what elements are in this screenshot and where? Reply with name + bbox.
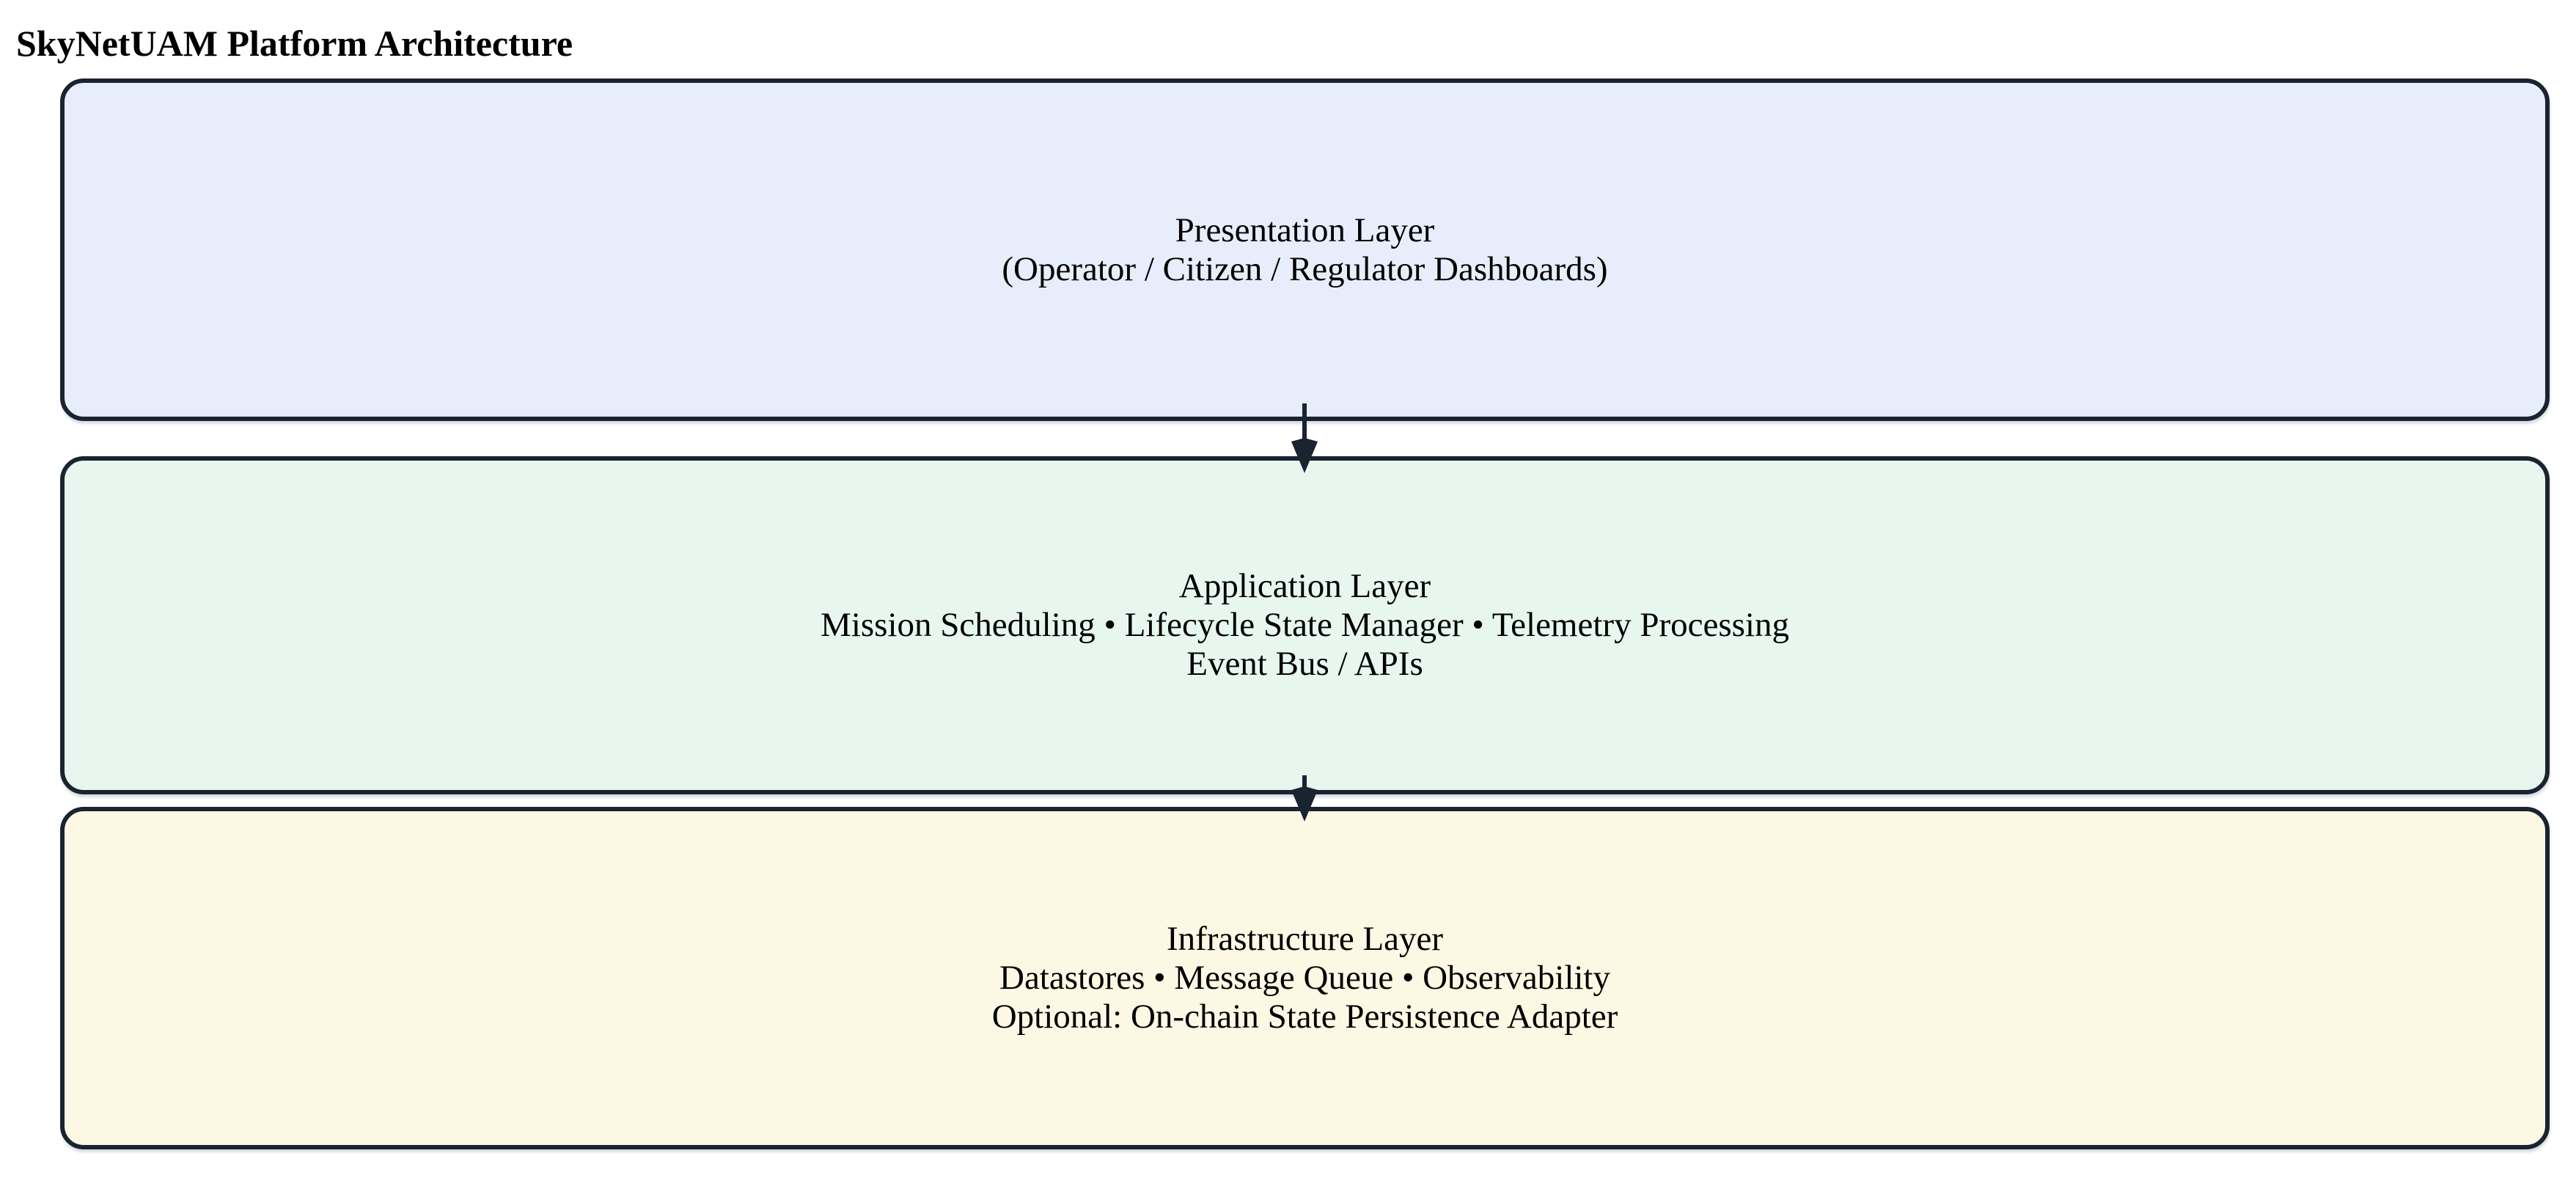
arrow-application-to-infrastructure [1291, 775, 1318, 822]
infrastructure-layer-optional: Optional: On-chain State Persistence Ada… [991, 998, 1618, 1036]
arrowhead-down-icon [1291, 786, 1318, 822]
presentation-layer-subtitle: (Operator / Citizen / Regulator Dashboar… [1002, 249, 1608, 288]
infrastructure-layer-services: Datastores • Message Queue • Observabili… [999, 959, 1610, 997]
node-presentation-layer: Presentation Layer (Operator / Citizen /… [60, 78, 2550, 421]
application-layer-services: Mission Scheduling • Lifecycle State Man… [821, 606, 1789, 644]
presentation-layer-title: Presentation Layer [1175, 211, 1435, 249]
diagram-title: SkyNetUAM Platform Architecture [16, 23, 573, 64]
node-infrastructure-layer: Infrastructure Layer Datastores • Messag… [60, 807, 2550, 1149]
application-layer-apis: Event Bus / APIs [1186, 645, 1423, 683]
arrow-presentation-to-application [1291, 403, 1318, 473]
arrowhead-down-icon [1291, 438, 1318, 473]
node-application-layer: Application Layer Mission Scheduling • L… [60, 456, 2550, 794]
application-layer-title: Application Layer [1178, 567, 1431, 605]
infrastructure-layer-title: Infrastructure Layer [1166, 920, 1444, 958]
